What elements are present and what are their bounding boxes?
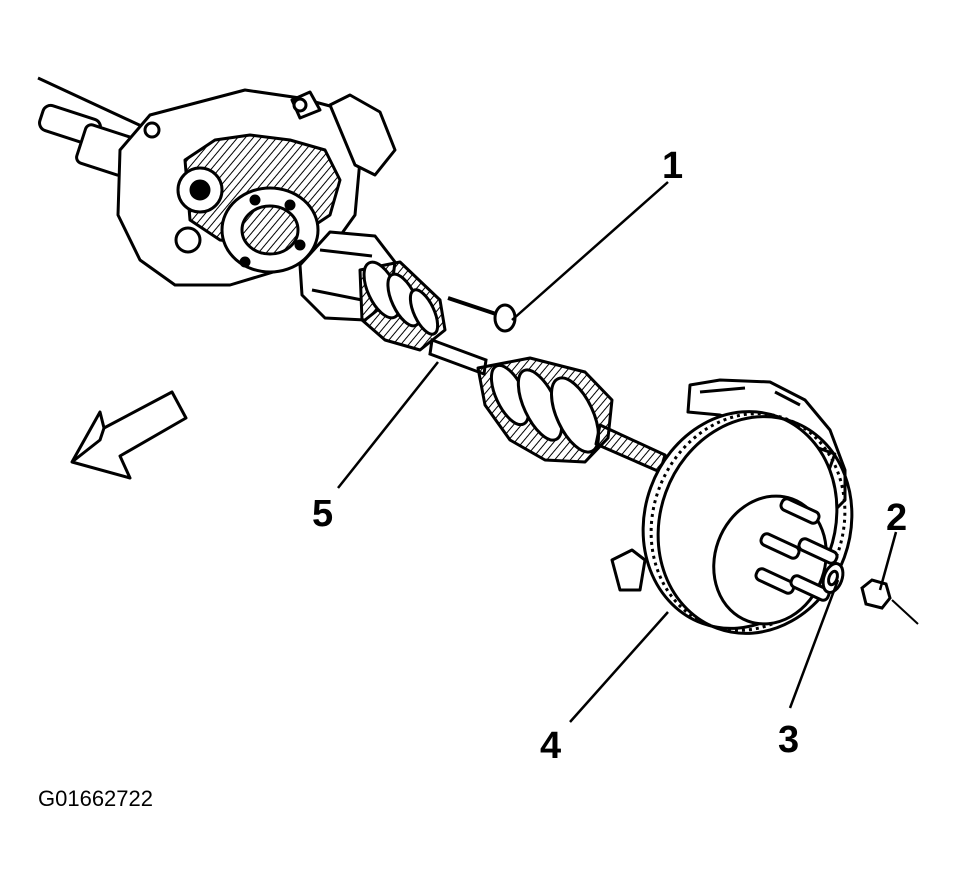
leader-line-5: [337, 361, 439, 489]
figure-id: G01662722: [38, 786, 153, 811]
callout-5: 5: [312, 493, 333, 535]
mounting-bolt: [447, 296, 517, 333]
leader-line-2: [878, 531, 898, 591]
callout-3: 3: [778, 719, 799, 761]
differential-housing: [37, 76, 397, 287]
wheel-hub-rotor: [610, 378, 854, 635]
washer: [821, 562, 845, 594]
hub-nut: [860, 578, 919, 625]
inner-cv-joint: [298, 230, 447, 352]
callout-4: 4: [540, 725, 561, 767]
leader-line-4: [569, 611, 669, 723]
direction-arrow-icon: [70, 390, 188, 480]
callout-2: 2: [886, 497, 907, 539]
leader-lines: [337, 181, 898, 723]
outer-cv-joint: [476, 356, 667, 474]
callout-1: 1: [662, 145, 683, 187]
leader-line-3: [788, 579, 840, 709]
leader-line-1: [511, 181, 669, 321]
